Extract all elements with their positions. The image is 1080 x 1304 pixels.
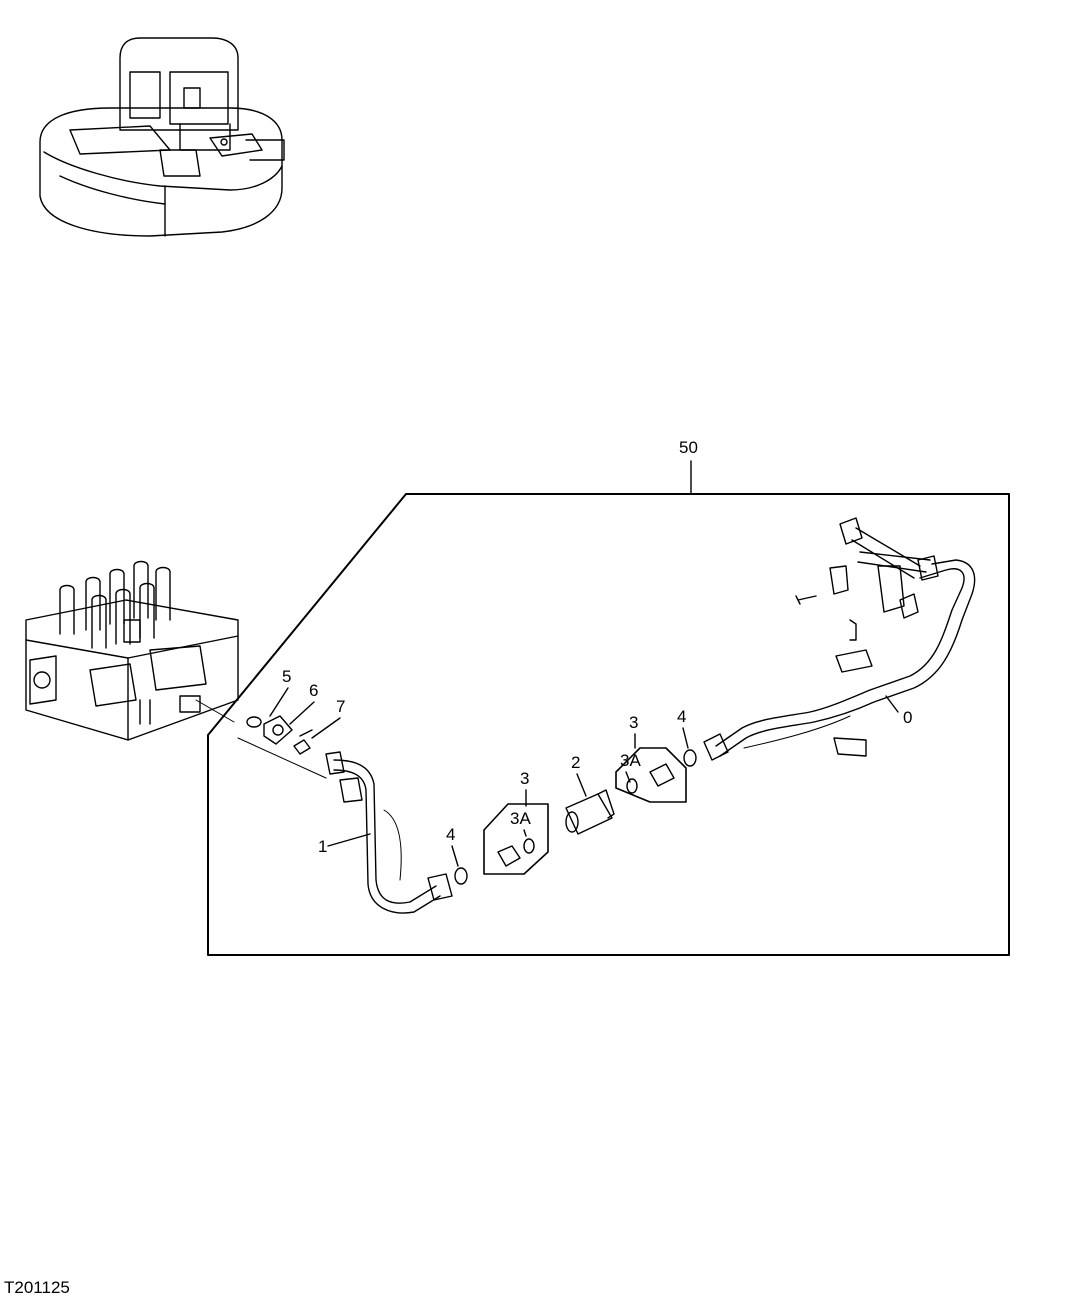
fitting-shape bbox=[497, 845, 521, 867]
callout-group: 50 bbox=[679, 438, 698, 457]
control-valve-locator bbox=[25, 560, 239, 741]
flange-half-shape bbox=[263, 715, 293, 745]
leader-line bbox=[576, 773, 587, 797]
excavator-locator bbox=[39, 37, 285, 237]
leader-line bbox=[885, 695, 899, 713]
callout-adapter: 2 bbox=[571, 753, 580, 772]
callout-fitting-a: 3A bbox=[510, 809, 531, 828]
o-ring-flange-shape bbox=[246, 716, 262, 728]
callout-o-ring-b: 4 bbox=[677, 707, 686, 726]
adapter-shape bbox=[565, 789, 615, 835]
spacer-block bbox=[833, 737, 867, 757]
valve-spools bbox=[59, 560, 171, 649]
fitting-box-a bbox=[483, 803, 549, 875]
leader-line bbox=[682, 727, 689, 749]
leader-line bbox=[451, 845, 459, 867]
callout-cap-screw: 7 bbox=[336, 697, 345, 716]
o-ring-shape bbox=[683, 749, 697, 767]
pipe-left bbox=[325, 751, 453, 914]
callout-flange-half: 6 bbox=[309, 681, 318, 700]
leader-line bbox=[311, 717, 341, 739]
callout-pipe-left: 1 bbox=[318, 837, 327, 856]
callout-pipe-right: 0 bbox=[903, 708, 912, 727]
group-boundary bbox=[207, 493, 1010, 956]
callout-fitting-b: 3A bbox=[620, 751, 641, 770]
fitting-shape bbox=[649, 763, 675, 787]
leader-line bbox=[523, 829, 527, 837]
pipe-right bbox=[703, 517, 976, 761]
callout-o-ring-a: 4 bbox=[446, 825, 455, 844]
leader-line bbox=[289, 701, 315, 725]
o-ring-shape bbox=[454, 867, 468, 885]
flange-kit bbox=[237, 715, 327, 779]
leader-line bbox=[269, 687, 289, 717]
fitting-box-b bbox=[615, 747, 687, 803]
callout-fitting-set-a: 3 bbox=[520, 769, 529, 788]
cap-screw-shape bbox=[293, 739, 311, 755]
leader-line bbox=[327, 833, 371, 847]
callout-o-ring-flange: 5 bbox=[282, 667, 291, 686]
callout-fitting-set-b: 3 bbox=[629, 713, 638, 732]
figure-id: T201125 bbox=[4, 1278, 70, 1297]
